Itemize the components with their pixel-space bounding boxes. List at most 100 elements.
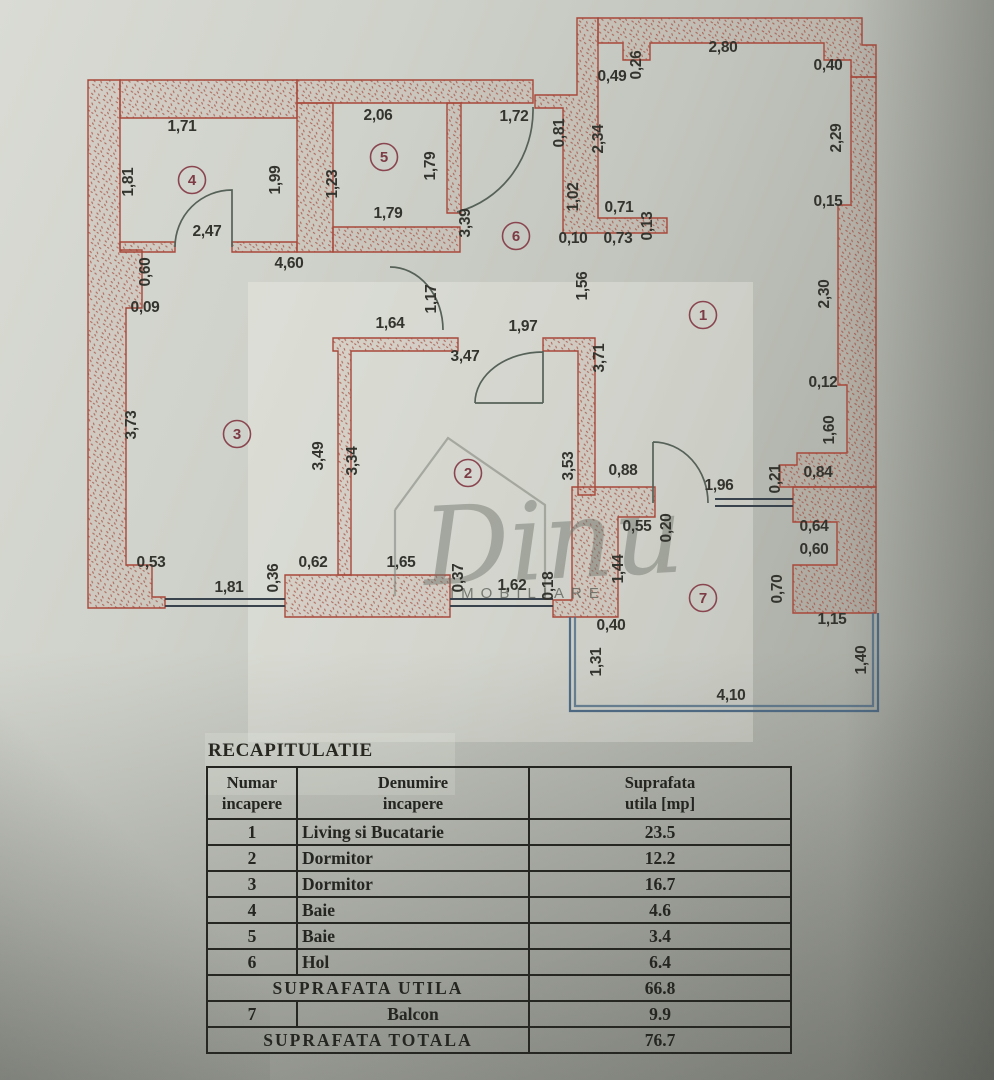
dimension-label: 3,49 — [310, 441, 327, 471]
dimension-label: 1,17 — [423, 285, 440, 314]
room-number-badge — [177, 165, 207, 195]
room-number-cell: 4 — [206, 896, 298, 925]
room-name-cell: Living si Bucatarie — [296, 818, 530, 847]
windows-layer — [165, 498, 793, 607]
watermark-subtitle-text: IMOBILIARE — [450, 585, 606, 602]
dimension-label: 1,71 — [168, 118, 198, 135]
dimension-label: 0,40 — [597, 617, 626, 634]
dimension-label: 2,06 — [364, 107, 394, 124]
dimension-label: 3,53 — [560, 451, 577, 481]
dimension-label: 1,64 — [376, 315, 406, 332]
dimension-label: 1,97 — [509, 318, 538, 335]
dimension-label: 0,88 — [609, 462, 639, 479]
dimension-label: 0,73 — [604, 230, 634, 247]
room-number-badge — [453, 458, 483, 488]
dimension-label: 2,30 — [816, 280, 833, 309]
dimension-label: 0,12 — [809, 374, 838, 391]
room-number-label: 3 — [233, 426, 241, 443]
room-number-label: 4 — [188, 172, 197, 189]
walls-layer — [87, 17, 877, 618]
recap-table: Numar incapere Denumire incapere Suprafa… — [206, 765, 792, 1055]
dimension-label: 0,60 — [137, 258, 154, 287]
room-number-cell: 1 — [206, 818, 298, 847]
room-area-cell: 4.6 — [528, 896, 792, 925]
dimension-label: 1,23 — [324, 169, 341, 199]
dimension-label: 0,20 — [658, 514, 675, 543]
dimension-label: 0,26 — [628, 50, 645, 80]
room-name-cell: Balcon — [296, 1000, 530, 1029]
dimension-label: 1,79 — [422, 151, 439, 181]
header-suprafata: Suprafata utila [mp] — [528, 765, 792, 821]
room-number-label: 6 — [512, 228, 520, 245]
dimension-label: 0,70 — [769, 575, 786, 604]
summary-value-cell: 76.7 — [528, 1026, 792, 1055]
watermark-light-patch — [248, 282, 753, 742]
dimension-label: 1,56 — [574, 271, 591, 301]
dimension-label: 0,55 — [623, 518, 653, 535]
dimension-label: 4,60 — [275, 255, 304, 272]
dimension-label: 1,31 — [588, 647, 605, 677]
dimension-label: 1,44 — [610, 554, 627, 584]
dimension-label: 0,49 — [598, 68, 628, 85]
room-number-label: 7 — [699, 590, 707, 607]
room-name-cell: Dormitor — [296, 870, 530, 899]
room-number-label: 5 — [380, 149, 388, 166]
door-arc-balcony — [652, 441, 709, 504]
room-area-cell: 3.4 — [528, 922, 792, 951]
recap-title: RECAPITULATIE — [208, 740, 373, 761]
dimension-label: 1,81 — [120, 167, 137, 197]
door-arc-room4 — [174, 189, 233, 248]
dimension-label: 0,13 — [639, 211, 656, 241]
room-number-cell: 5 — [206, 922, 298, 951]
dimension-label: 1,62 — [498, 577, 527, 594]
watermark: Dinu IMOBILIARE — [393, 436, 686, 612]
dimension-label: 2,34 — [590, 124, 607, 154]
dimension-label: 3,47 — [451, 348, 480, 365]
dimension-label: 0,81 — [551, 118, 568, 148]
room-number-badge — [688, 300, 718, 330]
dimension-label: 0,18 — [540, 571, 557, 601]
room-number-badge — [688, 583, 718, 613]
dimension-label: 0,62 — [299, 554, 328, 571]
recap-header-row: Numar incapere Denumire incapere Suprafa… — [206, 765, 792, 821]
dimension-label: 1,60 — [821, 416, 838, 445]
room-name-cell: Baie — [296, 922, 530, 951]
window-2 — [450, 598, 553, 607]
dimension-label: 1,99 — [267, 165, 284, 195]
dimension-label: 0,60 — [800, 541, 829, 558]
room-number-cell: 2 — [206, 844, 298, 873]
door-arc-room3 — [389, 266, 444, 331]
dimension-label: 1,81 — [215, 579, 245, 596]
room-area-cell: 6.4 — [528, 948, 792, 977]
dimension-label: 3,73 — [123, 410, 140, 440]
dimension-label: 3,71 — [591, 343, 608, 373]
dimension-label: 2,29 — [828, 123, 845, 153]
door-arc-hall — [456, 106, 534, 213]
watermark-house-icon — [393, 436, 547, 596]
watermark-script-text: Dinu — [418, 473, 686, 612]
dimension-label: 0,36 — [265, 563, 282, 593]
summary-label-cell: SUPRAFATA TOTALA — [206, 1026, 530, 1055]
summary-value-cell: 66.8 — [528, 974, 792, 1003]
dimension-label: 0,15 — [814, 193, 844, 210]
room-number-badge — [501, 221, 531, 251]
room-number-cell: 7 — [206, 1000, 298, 1029]
door-arc-room2 — [474, 351, 544, 404]
room-area-cell: 23.5 — [528, 818, 792, 847]
room-area-cell: 12.2 — [528, 844, 792, 873]
room-number-label: 1 — [699, 307, 707, 324]
room-area-cell: 9.9 — [528, 1000, 792, 1029]
room-number-cell: 6 — [206, 948, 298, 977]
header-numar: Numar incapere — [206, 765, 298, 821]
dimension-label: 0,53 — [137, 554, 167, 571]
